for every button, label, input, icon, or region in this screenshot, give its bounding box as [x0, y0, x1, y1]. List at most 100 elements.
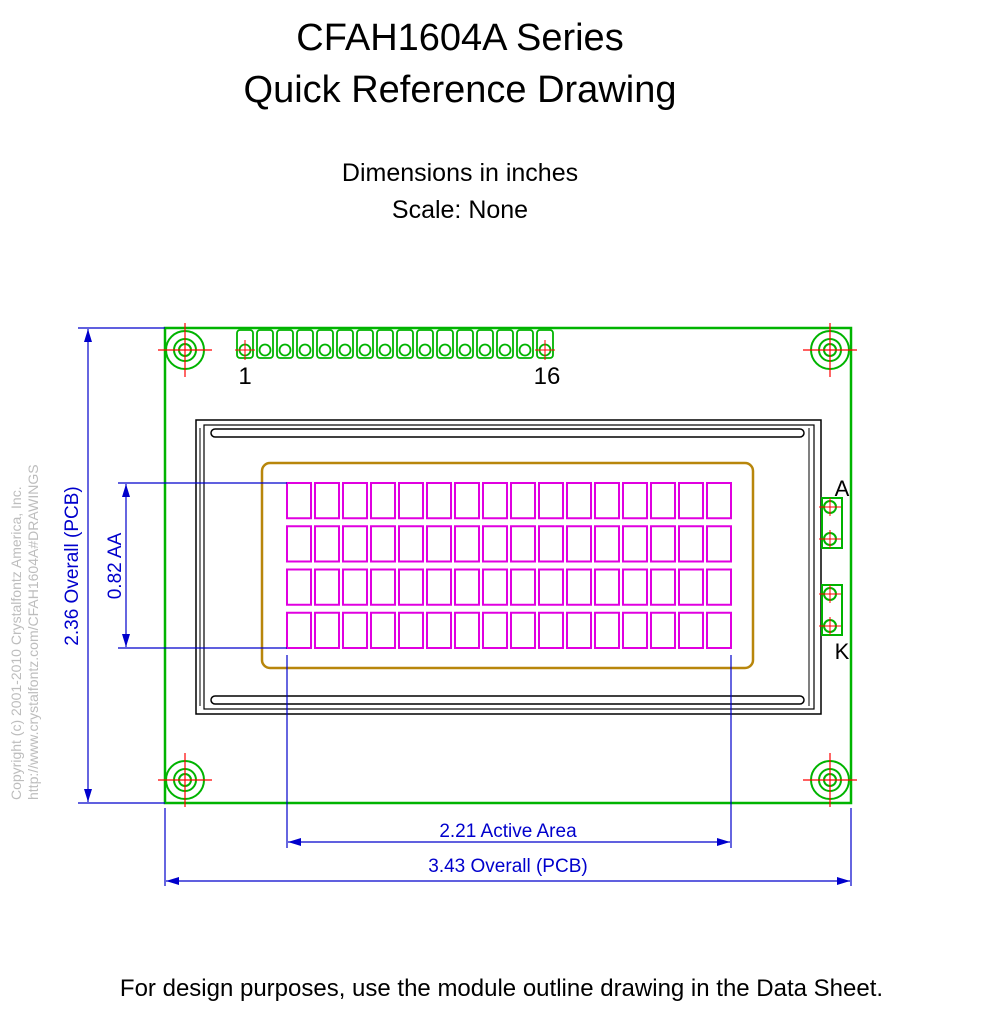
mounting-hole-top-left	[158, 323, 212, 377]
character-cell	[566, 525, 592, 563]
character-cell	[482, 568, 508, 606]
character-cell	[314, 568, 340, 606]
anode-label: A	[835, 476, 850, 501]
character-cell	[370, 611, 396, 649]
pin-7	[356, 329, 374, 359]
character-cell	[342, 525, 368, 563]
character-cell	[370, 568, 396, 606]
character-cell	[370, 482, 396, 520]
character-cell	[650, 482, 676, 520]
pin-1-label: 1	[238, 363, 251, 390]
dimension-active-height	[118, 482, 287, 649]
character-cell	[538, 611, 564, 649]
character-cell	[454, 525, 480, 563]
character-cell	[650, 568, 676, 606]
character-cell	[426, 525, 452, 563]
display-bezel	[195, 419, 822, 715]
character-cell	[594, 611, 620, 649]
character-cell	[286, 482, 312, 520]
character-grid	[286, 482, 732, 649]
pin-10	[416, 329, 434, 359]
character-cell	[510, 525, 536, 563]
dimension-overall-height	[78, 327, 165, 804]
character-cell	[286, 611, 312, 649]
character-cell	[706, 482, 732, 520]
active-width-label: 2.21 Active Area	[439, 821, 577, 842]
character-cell	[566, 568, 592, 606]
pin-3	[276, 329, 294, 359]
character-cell	[342, 482, 368, 520]
pin-6	[336, 329, 354, 359]
pcb-outline	[163, 326, 853, 805]
pin-14	[496, 329, 514, 359]
character-cell	[426, 611, 452, 649]
character-cell	[314, 482, 340, 520]
character-cell	[314, 611, 340, 649]
pin-11	[436, 329, 454, 359]
overall-height-label: 2.36 Overall (PCB)	[62, 486, 83, 645]
pin-8	[376, 329, 394, 359]
character-cell	[538, 482, 564, 520]
character-cell	[426, 568, 452, 606]
character-cell	[678, 525, 704, 563]
character-cell	[482, 482, 508, 520]
character-cell	[706, 525, 732, 563]
pin-12	[456, 329, 474, 359]
character-cell	[594, 482, 620, 520]
character-cell	[678, 482, 704, 520]
backlight-cathode-pads	[819, 584, 843, 636]
character-cell	[398, 611, 424, 649]
character-cell	[454, 568, 480, 606]
pin-5	[316, 329, 334, 359]
mounting-hole-top-right	[803, 323, 857, 377]
character-cell	[594, 525, 620, 563]
pin-2	[256, 329, 274, 359]
character-cell	[510, 482, 536, 520]
pin-13	[476, 329, 494, 359]
pin-16	[535, 329, 555, 360]
character-cell	[370, 525, 396, 563]
backlight-anode-pads	[819, 497, 843, 549]
character-cell	[314, 525, 340, 563]
character-cell	[482, 525, 508, 563]
character-cell	[454, 482, 480, 520]
character-cell	[342, 568, 368, 606]
character-cell	[678, 611, 704, 649]
title-line-2: Quick Reference Drawing	[243, 69, 677, 111]
character-cell	[622, 525, 648, 563]
overall-width-label: 3.43 Overall (PCB)	[428, 856, 587, 877]
character-cell	[454, 611, 480, 649]
subtitle-line-1: Dimensions in inches	[341, 159, 579, 187]
character-cell	[426, 482, 452, 520]
character-cell	[538, 568, 564, 606]
character-cell	[342, 611, 368, 649]
mounting-hole-bottom-right	[803, 753, 857, 807]
character-cell	[398, 568, 424, 606]
footer-note: For design purposes, use the module outl…	[119, 975, 884, 1002]
pin-header	[235, 329, 555, 360]
character-cell	[622, 568, 648, 606]
dimension-overall-width	[164, 808, 852, 886]
active-height-label: 0.82 AA	[105, 532, 126, 599]
character-cell	[286, 525, 312, 563]
subtitle-line-2: Scale: None	[391, 196, 529, 224]
character-cell	[594, 568, 620, 606]
character-cell	[538, 525, 564, 563]
cathode-label: K	[835, 639, 850, 664]
mounting-hole-bottom-left	[158, 753, 212, 807]
dimension-active-width	[286, 655, 732, 848]
character-cell	[622, 482, 648, 520]
character-cell	[482, 611, 508, 649]
title-line-1: CFAH1604A Series	[296, 17, 624, 59]
character-cell	[706, 611, 732, 649]
pin-9	[396, 329, 414, 359]
pin-1	[235, 329, 255, 360]
character-cell	[286, 568, 312, 606]
character-cell	[566, 482, 592, 520]
character-cell	[510, 568, 536, 606]
character-cell	[622, 611, 648, 649]
character-cell	[678, 568, 704, 606]
pin-4	[296, 329, 314, 359]
pin-15	[516, 329, 534, 359]
